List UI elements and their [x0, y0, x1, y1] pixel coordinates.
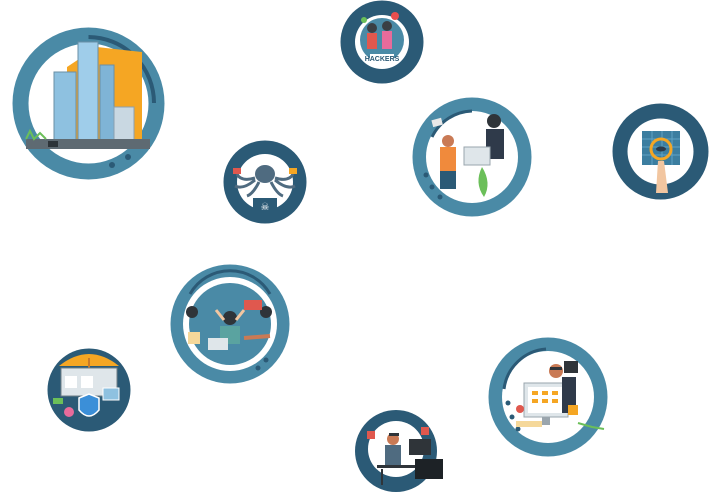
badge-stressed-worker	[170, 264, 290, 384]
badge-hacker-stealing	[412, 97, 532, 217]
badge-hackers-group: HACKERS	[340, 0, 424, 84]
umbrella-shop-shield-icon	[47, 348, 131, 432]
badge-hacker-desktop	[488, 337, 608, 457]
city-buildings-icon	[12, 27, 165, 180]
svg-text:☠: ☠	[261, 202, 270, 213]
badge-hacker-computer	[355, 409, 445, 492]
badge-umbrella-shield	[47, 348, 131, 432]
hackers-group-icon: HACKERS	[340, 0, 424, 84]
badge-city-buildings	[12, 27, 165, 180]
hacker-stealing-icon	[412, 97, 532, 217]
hacker-desktop-icon	[488, 337, 608, 457]
stressed-office-worker-icon	[170, 264, 290, 384]
magnifier-hand-icon	[612, 103, 709, 200]
badge-octopus-hacker: ☠	[223, 140, 307, 224]
hackers-label: HACKERS	[365, 56, 400, 63]
hacker-at-computer-icon	[355, 410, 443, 492]
badge-magnifier-hand	[612, 103, 709, 200]
octopus-hacker-icon: ☠	[223, 140, 307, 224]
